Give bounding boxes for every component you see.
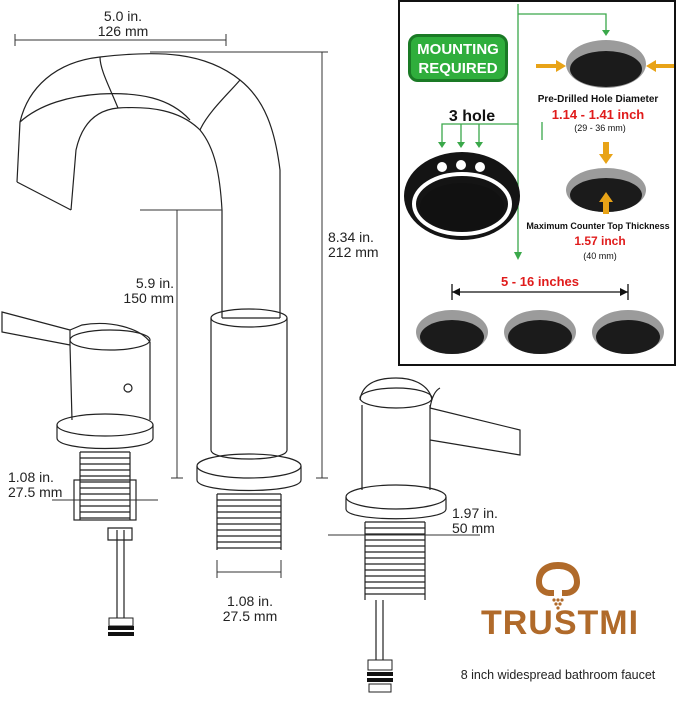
right-supply-fitting — [367, 659, 393, 693]
brand-name: TRUSTMI — [480, 604, 640, 642]
hole-diameter-mm: (29 - 36 mm) — [574, 123, 626, 133]
mounting-required-badge: MOUNTING REQUIRED — [408, 34, 508, 82]
spout-height-label: 8.34 in. 212 mm — [328, 230, 408, 260]
pre-drilled-hole-icon — [566, 40, 646, 88]
spout-reach-label: 5.0 in. 126 mm — [68, 9, 178, 39]
left-supply-fitting — [108, 617, 134, 636]
mounting-panel-graphics — [404, 4, 674, 354]
spout-height-inches: 8.34 in. — [328, 229, 374, 245]
spout-clearance-mm: 150 mm — [123, 290, 174, 306]
pointer-lines — [441, 4, 607, 252]
handle-shank-mm: 27.5 mm — [8, 484, 63, 500]
hole-row-icons — [416, 310, 664, 354]
base-diameter-inches: 1.97 in. — [452, 505, 498, 521]
height-dim-line — [316, 51, 328, 479]
base-diameter-label: 1.97 in. 50 mm — [452, 506, 522, 536]
product-caption: 8 inch widespread bathroom faucet — [460, 668, 656, 682]
right-handle-outline — [345, 377, 521, 660]
spread-label: 5 - 16 inches — [500, 274, 580, 289]
spout-reach-inches: 5.0 in. — [103, 8, 143, 24]
spout-threads — [216, 493, 282, 550]
spout-shank-label: 1.08 in. 27.5 mm — [205, 594, 295, 624]
handle-shank-label: 1.08 in. 27.5 mm — [8, 470, 78, 500]
reach-dim-line — [14, 34, 227, 46]
spout-clearance-label: 5.9 in. 150 mm — [100, 276, 174, 306]
brand-logo-block: TRUSTMI 8 inch widespread bathroom fauce… — [450, 560, 666, 692]
badge-line-1: MOUNTING — [417, 41, 499, 58]
left-handle-outline — [1, 311, 154, 620]
hole-diameter-inches: 1.14 - 1.41 inch — [551, 107, 645, 122]
spout-shank-mm: 27.5 mm — [222, 608, 278, 624]
spout-reach-mm: 126 mm — [97, 23, 149, 39]
thickness-arrows — [599, 142, 613, 214]
diameter-arrows — [536, 60, 674, 72]
spout-shank-inches: 1.08 in. — [227, 593, 273, 609]
clearance-dim-line — [171, 209, 183, 479]
spout-shank-dim-line — [216, 560, 282, 578]
base-diameter-mm: 50 mm — [452, 520, 495, 536]
spout-clearance-inches: 5.9 in. — [135, 275, 174, 291]
hole-diameter-title: Pre-Drilled Hole Diameter — [537, 94, 659, 105]
counter-thickness-mm: (40 mm) — [583, 251, 617, 261]
badge-line-2: REQUIRED — [418, 60, 498, 77]
hole-count-label: 3 hole — [448, 108, 496, 125]
three-hole-sink-icon — [404, 152, 520, 240]
brand-mark-icon — [536, 562, 580, 610]
pointer-arrowheads — [438, 30, 610, 260]
counter-thickness-title: Maximum Counter Top Thickness — [526, 221, 670, 231]
spout-height-mm: 212 mm — [328, 244, 379, 260]
spout-outline — [16, 52, 302, 492]
counter-thickness-inches: 1.57 inch — [574, 234, 626, 248]
handle-shank-inches: 1.08 in. — [8, 469, 54, 485]
mounting-info-panel: MOUNTING REQUIRED 3 hole Pre-Drilled Hol… — [398, 0, 676, 366]
